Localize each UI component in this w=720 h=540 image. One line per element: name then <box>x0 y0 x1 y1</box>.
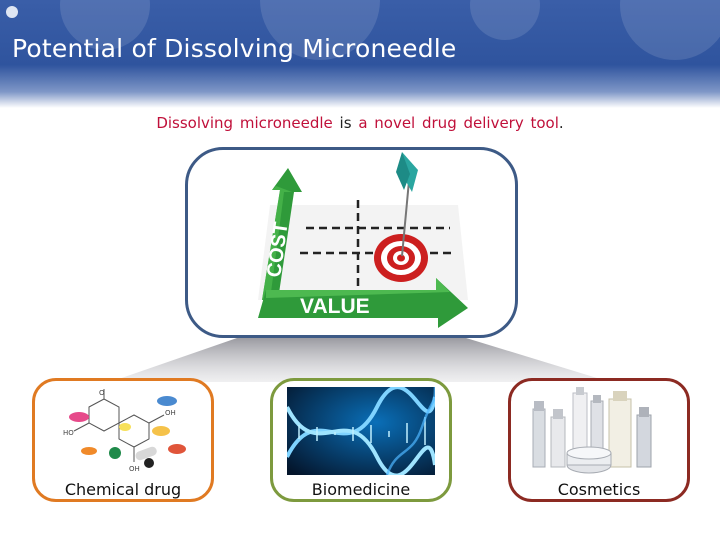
header-banner: Potential of Dissolving Microneedle <box>0 0 720 108</box>
svg-text:OH: OH <box>165 409 176 417</box>
chemical-drug-image: HO OH OH O <box>49 387 197 475</box>
slide-subtitle: Dissolving microneedle is a novel drug d… <box>0 114 720 132</box>
chemical-drug-label: Chemical drug <box>64 480 182 499</box>
cosmetics-products-image <box>525 387 673 475</box>
biomedicine-label: Biomedicine <box>311 480 411 499</box>
chemical-drug-card: HO OH OH O Chemical drug <box>32 378 214 502</box>
header-dot <box>6 6 18 18</box>
svg-text:O: O <box>99 389 105 397</box>
svg-text:HO: HO <box>63 429 74 437</box>
subtitle-part-4: . <box>558 114 564 132</box>
cosmetics-label: Cosmetics <box>557 480 641 499</box>
value-cost-graphic-box: COST VALUE <box>185 147 518 338</box>
subtitle-part-1: Dissolving microneedle <box>156 114 333 132</box>
value-label: VALUE <box>300 295 370 318</box>
subtitle-part-3: a novel drug delivery tool <box>358 114 559 132</box>
svg-text:OH: OH <box>129 465 140 473</box>
subtitle-part-2: is <box>332 114 359 132</box>
dna-helix-image <box>287 387 435 475</box>
slide-title: Potential of Dissolving Microneedle <box>12 34 457 63</box>
cosmetics-card: Cosmetics <box>508 378 690 502</box>
biomedicine-card: Biomedicine <box>270 378 452 502</box>
cost-value-chart-icon: COST VALUE <box>258 152 468 328</box>
